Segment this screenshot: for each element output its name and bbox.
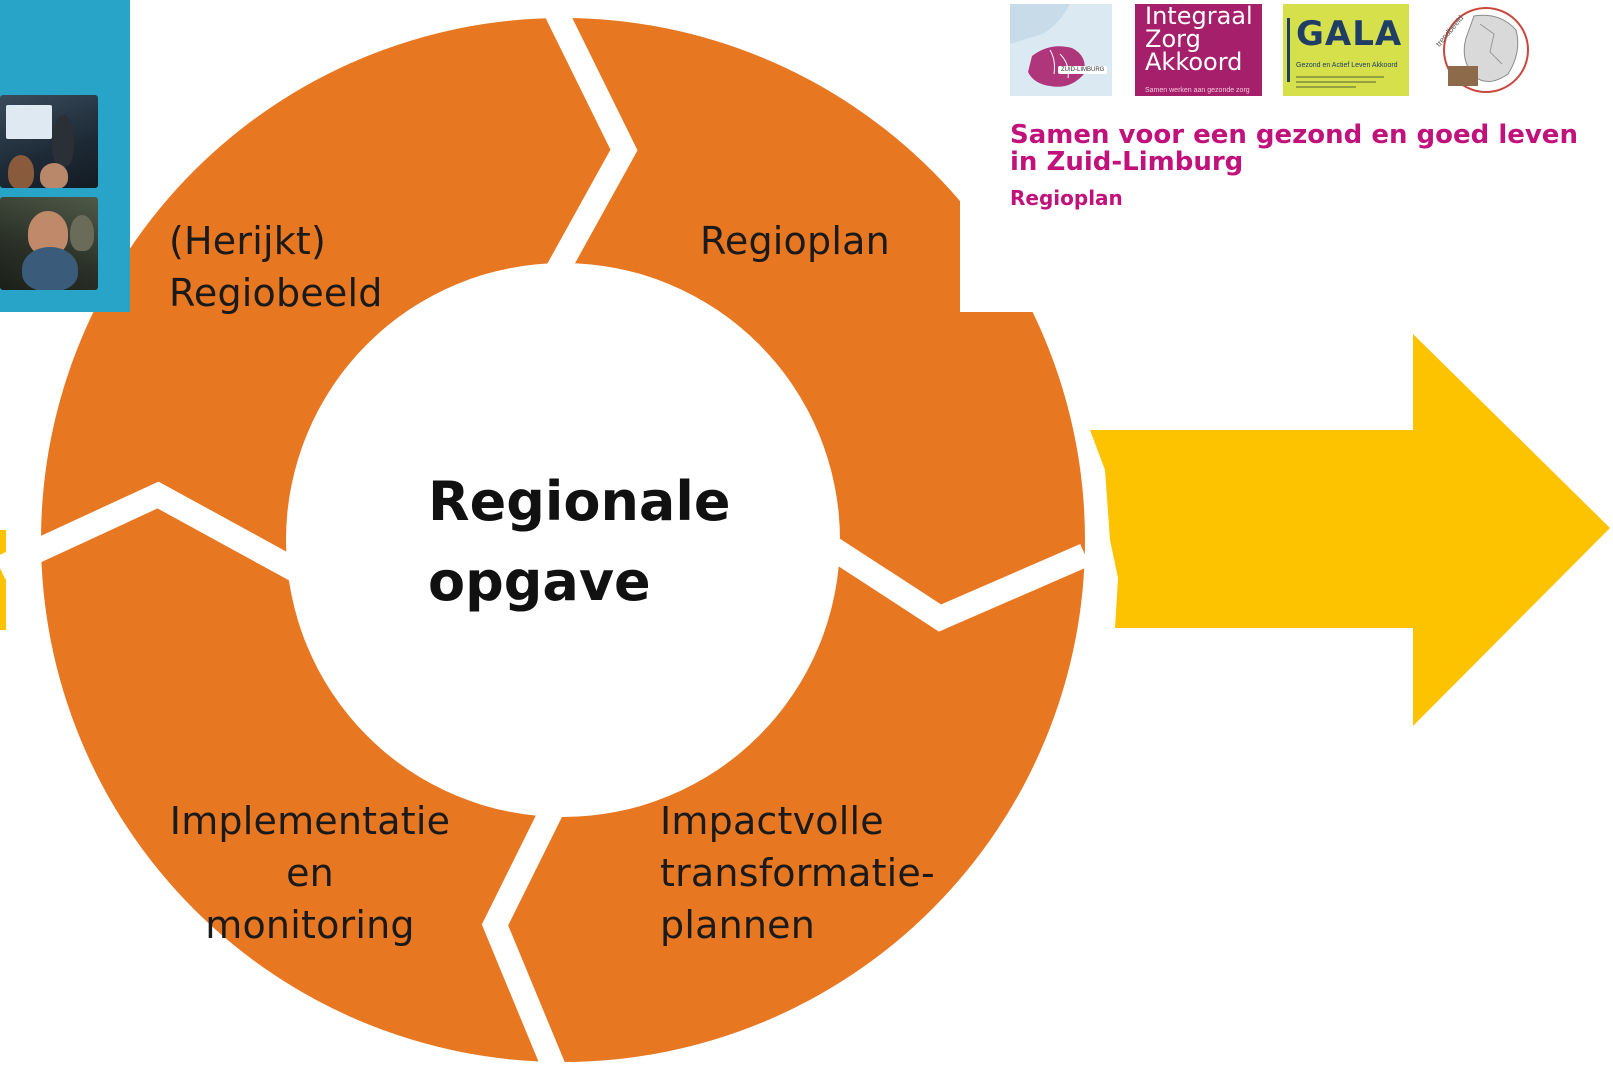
yellow-arrow bbox=[1090, 334, 1610, 726]
segment-label-line: Impactvolle bbox=[660, 799, 884, 843]
logo-row: ZUID-LIMBURG Integraal Zorg Akkoord Same… bbox=[1010, 4, 1570, 96]
cover-panel bbox=[0, 0, 130, 312]
gala-logo-name: GALA bbox=[1296, 14, 1403, 54]
photo-person bbox=[22, 247, 78, 290]
integraal-zorg-akkoord-logo: Integraal Zorg Akkoord Samen werken aan … bbox=[1135, 4, 1262, 96]
iza-logo-line: Akkoord bbox=[1145, 48, 1243, 76]
gala-tagline: Gezond en Actief Leven Akkoord bbox=[1296, 62, 1398, 69]
ring-divider-bottom bbox=[481, 804, 567, 1075]
segment-label-line: en bbox=[286, 851, 334, 895]
map-badge: ZUID-LIMBURG bbox=[1058, 66, 1108, 74]
photo-person bbox=[52, 115, 74, 167]
photo-screen bbox=[6, 105, 52, 139]
segment-label-line: (Herijkt) bbox=[169, 219, 327, 263]
segment-label-transformatie: Impactvolle transformatie- plannen bbox=[660, 795, 960, 951]
segment-label-line: plannen bbox=[660, 903, 815, 947]
center-title: Regionale opgave bbox=[428, 462, 748, 622]
ring-divider-left bbox=[0, 481, 301, 581]
zuid-limburg-map-logo: ZUID-LIMBURG bbox=[1010, 4, 1112, 96]
presentation-photo bbox=[0, 95, 98, 188]
ring-divider-top bbox=[541, 4, 638, 286]
page-title: Samen voor een gezond en goed leven in Z… bbox=[1010, 120, 1578, 177]
photo-person bbox=[8, 155, 34, 188]
ring-divider-right bbox=[813, 529, 1090, 632]
trendbeeld-logo: trendbeeld bbox=[1430, 4, 1534, 96]
ring-center bbox=[286, 263, 840, 817]
photo-person bbox=[40, 163, 68, 188]
segment-label-line: Implementatie bbox=[169, 799, 451, 843]
center-title-line: opgave bbox=[428, 550, 651, 613]
map-icon bbox=[1010, 4, 1085, 87]
segment-label-regiobeeld: (Herijkt) Regiobeeld bbox=[169, 215, 429, 319]
segment-label-regioplan: Regioplan bbox=[700, 215, 920, 267]
iza-logo-text: Integraal Zorg Akkoord bbox=[1145, 2, 1253, 76]
page-subtitle: Regioplan bbox=[1010, 186, 1123, 210]
segment-label-line: Regiobeeld bbox=[169, 271, 383, 315]
gala-fine-print bbox=[1296, 86, 1356, 88]
discussion-photo bbox=[0, 197, 98, 290]
segment-label-implementatie: Implementatie en monitoring bbox=[150, 795, 470, 951]
iza-logo-line: Integraal bbox=[1145, 2, 1253, 30]
yellow-arrow-fragment bbox=[0, 530, 6, 630]
center-title-line: Regionale bbox=[428, 470, 731, 533]
trendbeeld-icon: trendbeeld bbox=[1434, 7, 1529, 93]
iza-logo-line: Zorg bbox=[1145, 25, 1201, 53]
gala-fine-print bbox=[1296, 81, 1376, 83]
segment-label-line: Regioplan bbox=[700, 219, 890, 263]
gala-logo-bar bbox=[1287, 18, 1290, 82]
gala-fine-print bbox=[1296, 76, 1384, 78]
segment-label-line: transformatie- bbox=[660, 851, 935, 895]
iza-tagline: Samen werken aan gezonde zorg bbox=[1145, 87, 1250, 94]
photo-person bbox=[70, 215, 94, 251]
gala-logo: GALA Gezond en Actief Leven Akkoord bbox=[1283, 4, 1409, 96]
segment-label-line: monitoring bbox=[205, 903, 415, 947]
